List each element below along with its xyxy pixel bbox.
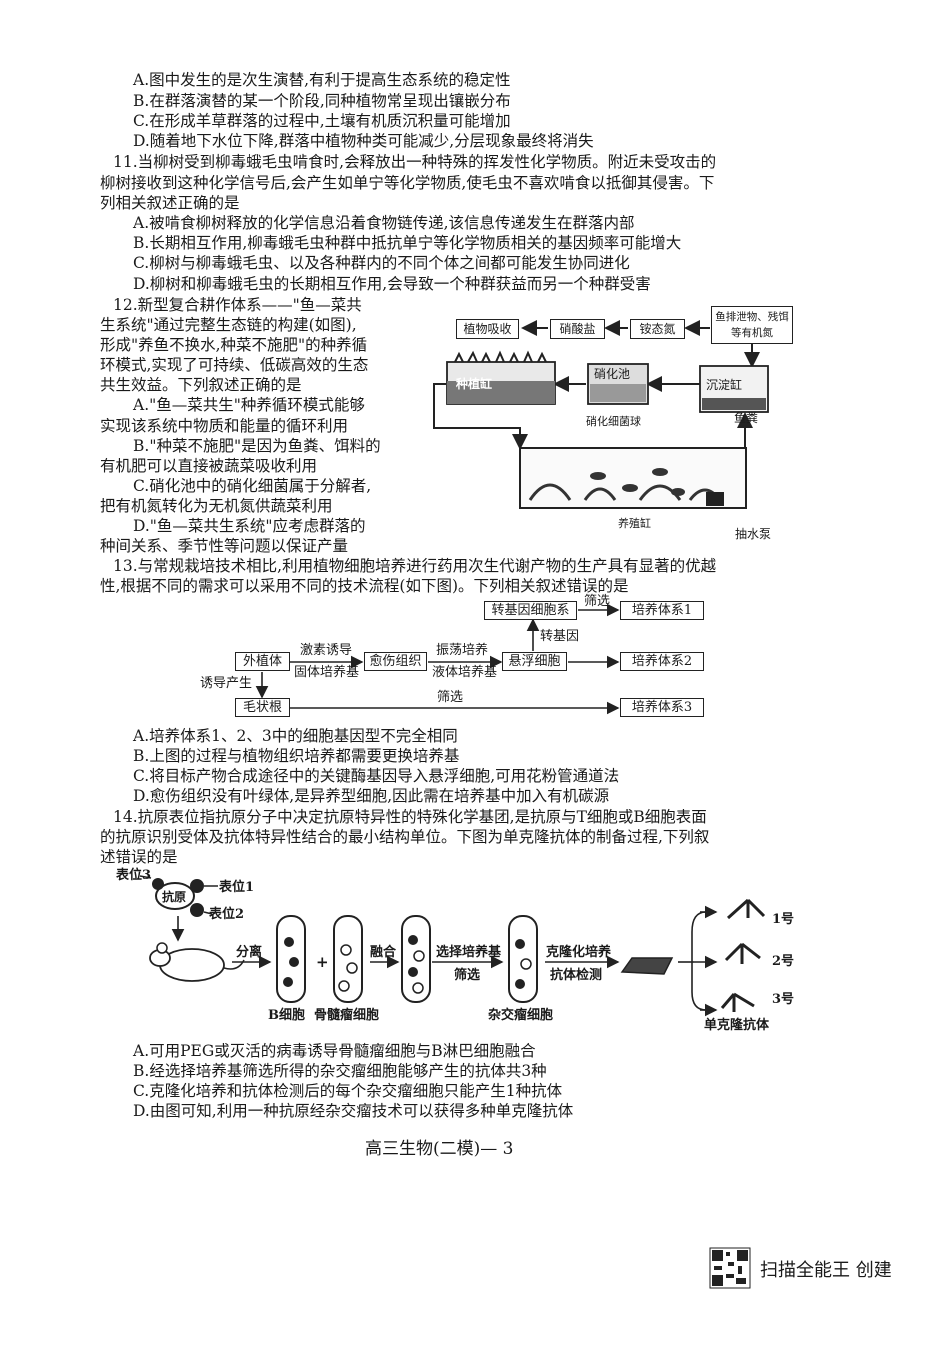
plus-sign: + bbox=[316, 953, 329, 971]
q11-stem-2: 柳树接收到这种化学信号后,会产生如单宁等化学物质,使毛虫不喜欢啃食以抵御其侵害。… bbox=[100, 174, 715, 192]
q12-option-c-2: 把有机氮转化为无机氮供蔬菜利用 bbox=[100, 497, 333, 515]
q12-option-d-2: 种间关系、季节性等问题以保证产量 bbox=[100, 537, 349, 555]
q10-option-d: D.随着地下水位下降,群落中植物种类可能减少,分层现象最终将消失 bbox=[133, 132, 594, 150]
suspension-cells-box: 悬浮细胞 bbox=[502, 652, 567, 671]
screen-label: 筛选 bbox=[454, 968, 481, 983]
q12-option-a-1: A."鱼—菜共生"种养循环模式能够 bbox=[133, 396, 365, 414]
q13-option-b: B.上图的过程与植物组织培养都需要更换培养基 bbox=[133, 747, 460, 765]
q13-stem-2: 性,根据不同的需求可以采用不同的技术流程(如下图)。下列相关叙述错误的是 bbox=[100, 577, 629, 595]
b-cell-label: B细胞 bbox=[268, 1008, 305, 1023]
callus-box: 愈伤组织 bbox=[364, 652, 427, 671]
q10-option-c: C.在形成羊草群落的过程中,土壤有机质沉积量可能增加 bbox=[133, 112, 511, 130]
culture2-box: 培养体系2 bbox=[620, 652, 704, 671]
scanner-watermark: 扫描全能王 创建 bbox=[760, 1260, 892, 1281]
clone-culture-label: 克隆化培养 bbox=[546, 945, 612, 960]
solid-medium-label: 固体培养基 bbox=[294, 665, 360, 680]
q12-option-b-2: 有机肥可以直接被蔬菜吸收利用 bbox=[100, 457, 318, 475]
antibody-2-label: 2号 bbox=[772, 954, 795, 969]
separate-label: 分离 bbox=[236, 945, 263, 960]
shake-culture-label: 振荡培养 bbox=[436, 643, 489, 658]
q12-option-d-1: D."鱼—菜共生系统"应考虑群落的 bbox=[133, 517, 366, 535]
epitope1-label: 表位1 bbox=[219, 880, 255, 895]
transgenic-cells-box: 转基因细胞系 bbox=[484, 601, 577, 620]
epitope2-label: 表位2 bbox=[209, 907, 245, 922]
q12-line-1: 12.新型复合耕作体系——"鱼—菜共 bbox=[113, 296, 362, 314]
q11-option-c: C.柳树与柳毒蛾毛虫、以及各种群内的不同个体之间都可能发生协同进化 bbox=[133, 254, 630, 272]
plant-tank-label: 种植缸 bbox=[456, 377, 493, 391]
explant-box: 外植体 bbox=[235, 652, 290, 671]
culture3-box: 培养体系3 bbox=[620, 698, 704, 717]
q14-stem-1: 14.抗原表位指抗原分子中决定抗原特异性的特殊化学基团,是抗原与T细胞或B细胞表… bbox=[113, 808, 707, 826]
q14-option-d: D.由图可知,利用一种抗原经杂交瘤技术可以获得多种单克隆抗体 bbox=[133, 1102, 574, 1120]
hormone-induce-label: 激素诱导 bbox=[300, 643, 353, 658]
antibody-1-label: 1号 bbox=[772, 912, 795, 927]
nitrate-box: 硝酸盐 bbox=[550, 319, 605, 339]
transgene-label: 转基因 bbox=[540, 629, 580, 644]
q11-option-a: A.被啃食柳树释放的化学信息沿着食物链传递,该信息传递发生在群落内部 bbox=[133, 214, 635, 232]
epitope3-label: 表位3 bbox=[116, 868, 152, 883]
settling-tank-label: 沉淀缸 bbox=[706, 378, 743, 392]
induce-produce-label: 诱导产生 bbox=[200, 676, 253, 691]
q14-option-b: B.经选择培养基筛选所得的杂交瘤细胞能够产生的抗体共3种 bbox=[133, 1062, 547, 1080]
fish-waste-box: 鱼排泄物、残饵等有机氮 bbox=[711, 306, 793, 344]
q14-option-c: C.克隆化培养和抗体检测后的每个杂交瘤细胞只能产生1种抗体 bbox=[133, 1082, 563, 1100]
nitrifying-ball-label: 硝化细菌球 bbox=[586, 415, 641, 428]
q13-option-c: C.将目标产物合成途径中的关键酶基因导入悬浮细胞,可用花粉管通道法 bbox=[133, 767, 620, 785]
q13-option-a: A.培养体系1、2、3中的细胞基因型不完全相同 bbox=[133, 727, 458, 745]
fish-feces-label: 鱼粪 bbox=[734, 411, 759, 425]
q10-option-a: A.图中发生的是次生演替,有利于提高生态系统的稳定性 bbox=[133, 71, 511, 89]
q13-option-d: D.愈伤组织没有叶绿体,是异养型细胞,因此需在培养基中加入有机碳源 bbox=[133, 787, 610, 805]
q12-option-a-2: 实现该系统中物质和能量的循环利用 bbox=[100, 417, 349, 435]
pump-label: 抽水泵 bbox=[735, 527, 772, 541]
ammonium-box: 铵态氮 bbox=[630, 319, 685, 339]
hybridoma-label: 杂交瘤细胞 bbox=[488, 1008, 554, 1023]
q11-option-b: B.长期相互作用,柳毒蛾毛虫种群中抵抗单宁等化学物质相关的基因频率可能增大 bbox=[133, 234, 682, 252]
q11-stem-1: 11.当柳树受到柳毒蛾毛虫啃食时,会释放出一种特殊的挥发性化学物质。附近未受攻击… bbox=[113, 153, 717, 171]
fish-tank-label: 养殖缸 bbox=[618, 517, 651, 530]
q10-option-b: B.在群落演替的某一个阶段,同种植物常呈现出镶嵌分布 bbox=[133, 92, 511, 110]
hairy-root-box: 毛状根 bbox=[235, 698, 290, 717]
q12-option-b-1: B."种菜不施肥"是因为鱼粪、饵料的 bbox=[133, 437, 381, 455]
q12-line-2: 生系统"通过完整生态链的构建(如图), bbox=[100, 316, 357, 334]
q12-line-3: 形成"养鱼不换水,种菜不施肥"的种养循 bbox=[100, 336, 368, 354]
liquid-medium-label: 液体培养基 bbox=[432, 665, 498, 680]
q14-stem-2: 的抗原识别受体及抗体特异性结合的最小结构单位。下图为单克隆抗体的制备过程,下列叙 bbox=[100, 828, 710, 846]
q14-stem-3: 述错误的是 bbox=[100, 848, 178, 866]
selective-medium-label: 选择培养基 bbox=[436, 945, 502, 960]
antibody-test-label: 抗体检测 bbox=[550, 968, 603, 983]
page-footer: 高三生物(二模)— 3 bbox=[365, 1139, 514, 1159]
plant-absorb-box: 植物吸收 bbox=[456, 319, 519, 339]
screen1-label: 筛选 bbox=[584, 594, 611, 609]
nitrification-pool-label: 硝化池 bbox=[594, 367, 631, 381]
culture1-box: 培养体系1 bbox=[620, 601, 704, 620]
q12-option-c-1: C.硝化池中的硝化细菌属于分解者, bbox=[133, 477, 372, 495]
fuse-label: 融合 bbox=[370, 945, 397, 960]
antibody-3-label: 3号 bbox=[772, 992, 795, 1007]
q11-stem-3: 列相关叙述正确的是 bbox=[100, 194, 240, 212]
q14-option-a: A.可用PEG或灭活的病毒诱导骨髓瘤细胞与B淋巴细胞融合 bbox=[133, 1042, 536, 1060]
q12-line-5: 共生效益。下列叙述正确的是 bbox=[100, 376, 302, 394]
mab-label: 单克隆抗体 bbox=[704, 1018, 770, 1033]
q12-line-4: 环模式,实现了可持续、低碳高效的生态 bbox=[100, 356, 369, 374]
q11-option-d: D.柳树和柳毒蛾毛虫的长期相互作用,会导致一个种群获益而另一个种群受害 bbox=[133, 275, 651, 293]
screen2-label: 筛选 bbox=[437, 690, 464, 705]
antigen-label: 抗原 bbox=[162, 890, 187, 904]
q13-stem-1: 13.与常规栽培技术相比,利用植物细胞培养进行药用次生代谢产物的生产具有显著的优… bbox=[113, 557, 717, 575]
myeloma-label: 骨髓瘤细胞 bbox=[314, 1008, 380, 1023]
